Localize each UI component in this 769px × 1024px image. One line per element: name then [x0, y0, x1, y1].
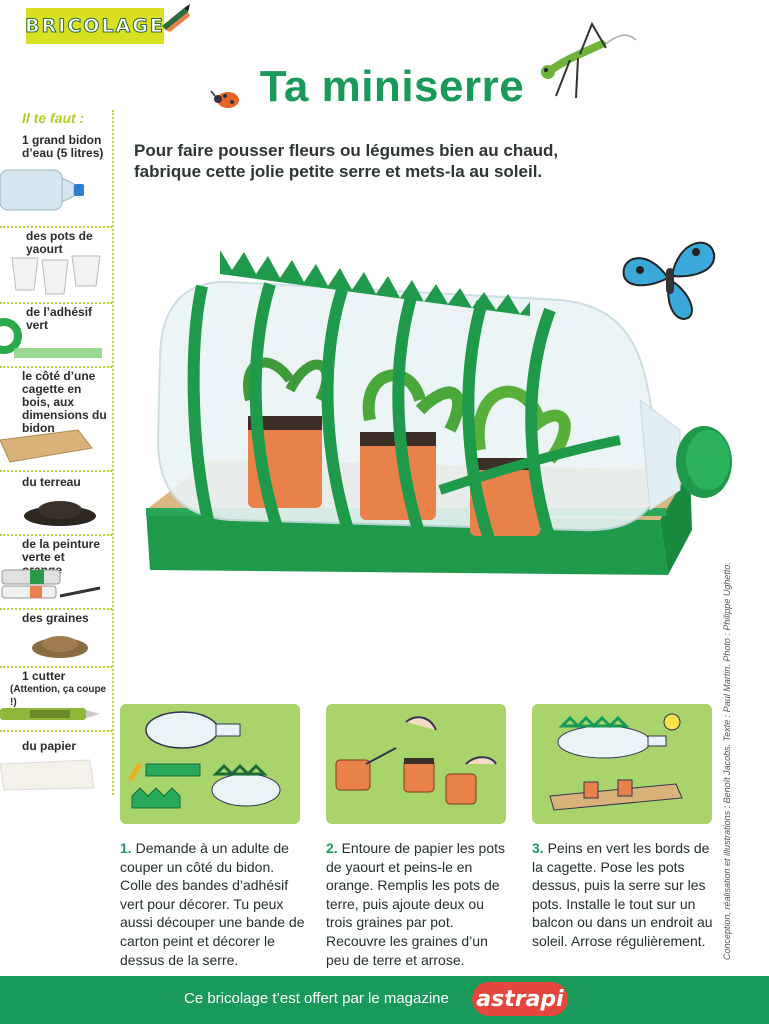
magazine-logo-text: astrapi: [476, 986, 564, 1012]
supply-item: 1 grand bidon d’eau (5 litres): [0, 128, 112, 228]
supply-note: (Attention, ça coupe !): [10, 684, 107, 708]
step-body: Peins en vert les bords de la cagette. P…: [532, 840, 713, 949]
step-2-text: 2. Entoure de papier les pots de yaourt …: [326, 839, 512, 969]
step-body: Entoure de papier les pots de yaourt et …: [326, 840, 506, 968]
step-1-illustration: [120, 704, 300, 824]
ladybug-icon: [210, 90, 239, 108]
supply-item: le côté d’une cagette en bois, aux dimen…: [0, 366, 112, 472]
section-tag-label: BRICOLAGE: [25, 15, 165, 38]
supply-item: des pots de yaourt: [0, 226, 112, 304]
supply-label: 1 grand bidon d’eau (5 litres): [22, 133, 104, 160]
step-3-text: 3. Peins en vert les bords de la cagette…: [532, 839, 718, 951]
supply-item: du papier: [0, 730, 112, 794]
page-title: Ta miniserre: [259, 62, 525, 111]
step-body: Demande à un adulte de couper un côté du…: [120, 840, 305, 968]
supply-item: de l’adhésif vert: [0, 302, 112, 368]
credits-text: Conception, réalisation et illustrations…: [722, 562, 732, 960]
step-2-illustration: [326, 704, 506, 824]
water-jug-icon: [0, 169, 84, 211]
footer-bar: [0, 976, 769, 1024]
step-number: 1.: [120, 840, 132, 856]
potting-icon: [335, 716, 497, 805]
bottle-cutting-icon: [127, 711, 281, 809]
supply-label: 1 cutter: [22, 669, 66, 683]
pencils-icon: [162, 4, 190, 32]
supply-label: des graines: [22, 611, 89, 625]
supply-label: de l’adhésif vert: [26, 305, 93, 332]
supply-item: 1 cutter (Attention, ça coupe !): [0, 666, 112, 732]
paper-icon: [0, 759, 95, 791]
supplies-panel: [0, 110, 114, 795]
grasshopper-icon: [541, 21, 637, 99]
intro-text: Pour faire pousser fleurs ou légumes bie…: [134, 141, 559, 181]
section-tag: BRICOLAGE: [25, 8, 165, 44]
wood-board-icon: [0, 429, 93, 463]
assembly-icon: [549, 713, 683, 811]
step-1-text: 1. Demande à un adulte de couper un côté…: [120, 839, 306, 969]
supply-item: du terreau: [0, 470, 112, 536]
cutter-icon: [0, 708, 100, 720]
yogurt-pots-icon: [11, 255, 101, 295]
greenhouse-photo: [146, 250, 732, 575]
magazine-logo[interactable]: astrapi: [472, 982, 568, 1016]
footer-text: Ce bricolage t’est offert par le magazin…: [184, 990, 449, 1007]
paint-tubes-icon: [1, 569, 101, 599]
butterfly-icon: [622, 241, 716, 320]
supply-label: du terreau: [22, 475, 81, 489]
step-number: 3.: [532, 840, 544, 856]
credits: Conception, réalisation et illustrations…: [722, 560, 734, 960]
supply-label: le côté d’une cagette en bois, aux dimen…: [22, 369, 107, 435]
seeds-icon: [32, 636, 88, 658]
green-tape-icon: [0, 318, 102, 358]
step-number: 2.: [326, 840, 338, 856]
soil-icon: [24, 501, 96, 526]
supply-label: des pots de yaourt: [26, 229, 93, 256]
supply-item: des graines: [0, 608, 112, 668]
supplies-heading: Il te faut :: [22, 110, 85, 126]
supply-item: de la peinture verte et orange: [0, 534, 112, 610]
step-3-illustration: [532, 704, 712, 824]
supply-label: du papier: [22, 739, 77, 753]
